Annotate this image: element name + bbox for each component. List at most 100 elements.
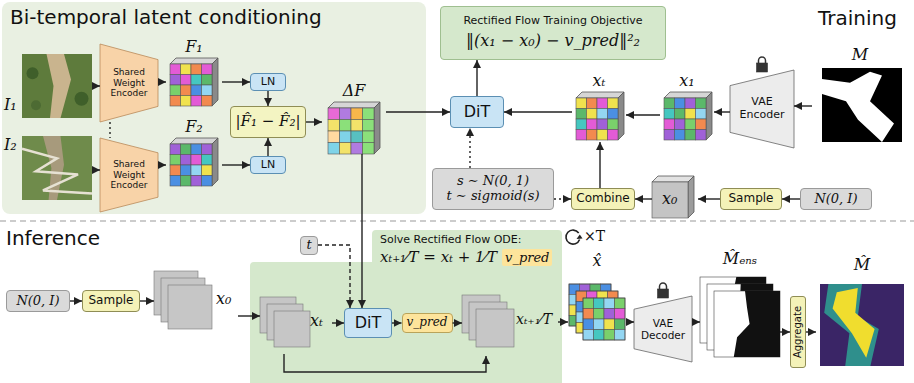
grid-cell [170, 155, 181, 166]
grid-cell [351, 143, 363, 155]
connector [806, 331, 816, 332]
grid-cell [583, 309, 594, 320]
dit-block: DiT [344, 308, 392, 338]
connector [554, 198, 571, 199]
lock-body [658, 289, 669, 298]
box-label: DiT [464, 103, 491, 121]
trapezoid-shape [634, 296, 692, 362]
panel-title: Solve Rectified Flow ODE: [380, 233, 521, 247]
panel-title: Bi-temporal latent conditioning [10, 5, 322, 29]
cube-side [212, 58, 218, 106]
box-label: ‖(x₁ − x₀) − v_pred‖²₂ [466, 32, 640, 50]
grid-cell [181, 144, 192, 155]
connector [626, 321, 634, 322]
stack-layer [476, 309, 514, 347]
aggregate-box: Aggregate [790, 296, 806, 368]
grid-cell [675, 98, 686, 109]
latent-stack-picture [569, 274, 625, 350]
ode-panel: Solve Rectified Flow ODE:xₜ₊₁⁄T = xₜ + 1… [250, 230, 562, 383]
ode-panel-shape [250, 230, 562, 383]
image-input: I₂ [4, 136, 92, 200]
grid-cell [576, 109, 587, 120]
vae-decoder: VAE Decoder [634, 282, 692, 362]
grid-cell [351, 131, 363, 143]
grid-cell [170, 85, 181, 96]
sample-box: Sample [720, 188, 782, 210]
grid-cell [340, 120, 352, 132]
encoder-block: Shared Weight Encoder [100, 138, 158, 212]
math-label: F₂ [166, 118, 222, 136]
trapezoid-shape [100, 138, 158, 212]
latent-grid: x₁ [660, 72, 714, 142]
change-map-picture [820, 284, 904, 366]
math-label: I₁ [4, 96, 17, 114]
feature-map: F₁ [166, 38, 222, 108]
connector [794, 105, 812, 106]
math-label: ΔF [322, 82, 386, 100]
grid-cell [685, 109, 696, 120]
grid-cell [202, 75, 213, 86]
cube-side [618, 92, 624, 140]
grid-cell [615, 330, 626, 341]
label-holder: VAE Decoder [634, 296, 692, 362]
grid-cell [587, 119, 598, 130]
difference-box: |F̂₁ − F̂₂| [230, 106, 306, 138]
box-label: Sample [729, 192, 774, 206]
label-holder: VAE Encoder [730, 70, 794, 148]
grid-cell [685, 130, 696, 141]
mask-input: M [812, 46, 908, 146]
photo-ground [22, 136, 92, 200]
grid-cell [191, 96, 202, 107]
loop-symbol [566, 230, 580, 244]
grid-cell [664, 119, 675, 130]
grid-cell [191, 176, 202, 187]
box-label: v_pred [407, 316, 448, 330]
lock-shackle [759, 57, 766, 63]
grid-cell [604, 330, 615, 341]
connector [692, 321, 700, 322]
cube-top [664, 92, 712, 98]
grid-cell [583, 319, 594, 330]
grid-cell [576, 130, 587, 141]
map-ground [820, 284, 904, 366]
grid-cell [608, 130, 619, 141]
grid-cell [615, 298, 626, 309]
feature-map: F₂ [166, 118, 222, 188]
block-label: Shared Weight Encoder [107, 159, 151, 190]
grid-cell [170, 96, 181, 107]
math-label: xₜ [572, 72, 626, 90]
grid-cell [181, 85, 192, 96]
grid-cell [202, 155, 213, 166]
box-label: LN [261, 76, 275, 89]
grid-cell [608, 119, 619, 130]
grid-cell [604, 298, 615, 309]
grid-cell [202, 85, 213, 96]
grid-cell [587, 130, 598, 141]
box-label: N(0, I) [814, 192, 857, 207]
box-label: N(0, I) [16, 294, 59, 309]
grid-cell [664, 109, 675, 120]
loop-arrowhead [577, 235, 583, 240]
block-label: VAE Decoder [639, 317, 687, 341]
grid-cell [202, 96, 213, 107]
lock-body [757, 63, 768, 72]
section-label: ×T [584, 228, 605, 245]
cube-side [374, 102, 380, 154]
stack-layer [714, 291, 780, 357]
mask-region [822, 72, 894, 142]
formula-row: xₜ₊₁⁄T = xₜ + 1⁄Tv_pred [380, 248, 552, 266]
grid-cell [181, 64, 192, 75]
grid-cell [181, 75, 192, 86]
grid-cell [675, 130, 686, 141]
stack-layer [274, 311, 310, 347]
connector [782, 198, 800, 199]
velocity-box: v_pred [402, 313, 453, 333]
grid-cell [615, 319, 626, 330]
grid-cell [351, 120, 363, 132]
trapezoid-shape [100, 44, 158, 122]
math-label: M [812, 46, 908, 64]
map-region [824, 284, 879, 366]
grid-cell [608, 109, 619, 120]
connector [504, 111, 572, 112]
grid-cell [597, 130, 608, 141]
